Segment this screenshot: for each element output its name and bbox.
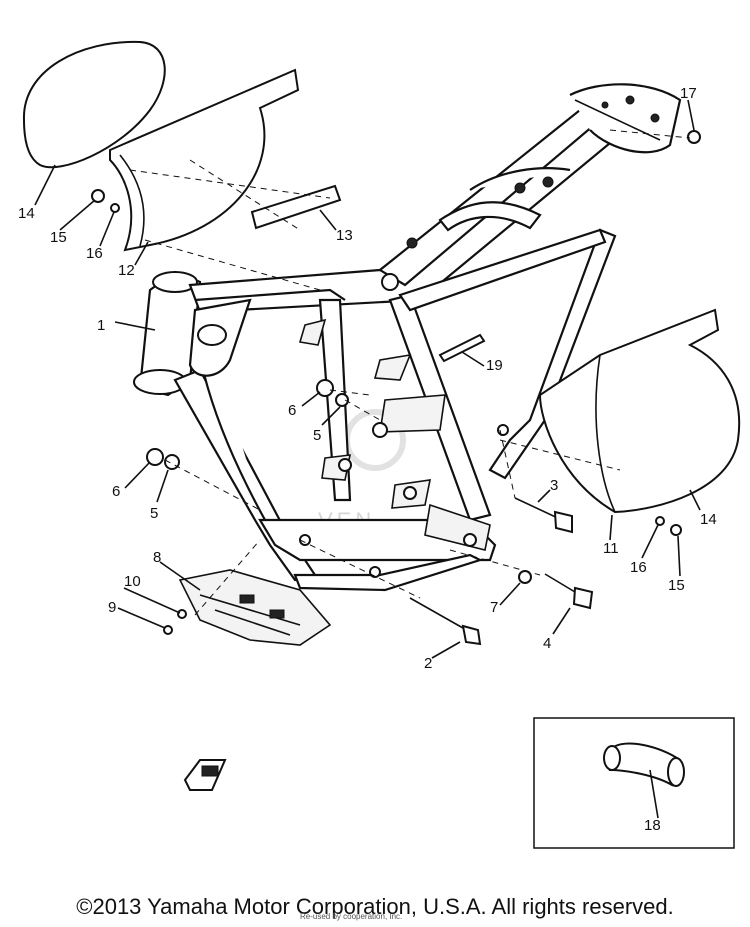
callout-16-right: 16 bbox=[630, 559, 647, 576]
callout-2: 2 bbox=[424, 655, 432, 672]
side-cover-right bbox=[538, 308, 741, 514]
washer-5-upper bbox=[335, 393, 349, 407]
screw-15-right bbox=[670, 524, 682, 536]
callout-9: 9 bbox=[108, 599, 116, 616]
callout-15-right: 15 bbox=[668, 577, 685, 594]
bolt-2 bbox=[409, 597, 482, 646]
callout-14-right: 14 bbox=[700, 511, 717, 528]
bolt-3 bbox=[514, 497, 573, 534]
bracket-19 bbox=[438, 333, 486, 363]
callout-16-left: 16 bbox=[86, 245, 103, 262]
callout-4: 4 bbox=[543, 635, 551, 652]
side-cover-left bbox=[22, 40, 166, 169]
grommet-17 bbox=[687, 130, 701, 144]
callout-7: 7 bbox=[490, 599, 498, 616]
callout-17: 17 bbox=[680, 85, 697, 102]
callout-10: 10 bbox=[124, 573, 141, 590]
nut-6-lower bbox=[146, 448, 164, 466]
callout-3: 3 bbox=[550, 477, 558, 494]
callout-5-lower: 5 bbox=[150, 505, 158, 522]
nut-6-upper bbox=[316, 379, 334, 397]
leader-lines bbox=[34, 99, 701, 819]
alignment-lines bbox=[129, 129, 691, 616]
callout-14-left: 14 bbox=[18, 205, 35, 222]
callout-6-lower: 6 bbox=[112, 483, 120, 500]
inset-box bbox=[533, 717, 735, 849]
emblem-plate bbox=[250, 184, 342, 230]
washer-16-left bbox=[110, 203, 120, 213]
copyright-notice: ©2013 Yamaha Motor Corporation, U.S.A. A… bbox=[76, 894, 674, 919]
callout-6-upper: 6 bbox=[288, 402, 296, 419]
washer-10 bbox=[177, 609, 187, 619]
washer-5-lower bbox=[164, 454, 180, 470]
callout-19: 19 bbox=[486, 357, 503, 374]
number-plate-left bbox=[109, 68, 300, 252]
callout-5-upper: 5 bbox=[313, 427, 321, 444]
callout-1: 1 bbox=[97, 317, 105, 334]
washer-7 bbox=[518, 570, 532, 584]
callout-13: 13 bbox=[336, 227, 353, 244]
washer-16-right bbox=[655, 516, 665, 526]
rubber-sleeve-18 bbox=[603, 742, 685, 787]
callout-11: 11 bbox=[603, 540, 619, 557]
callout-15-left: 15 bbox=[50, 229, 67, 246]
callout-12: 12 bbox=[118, 262, 135, 279]
bolt-9 bbox=[163, 625, 173, 635]
callout-labels: 1 2 3 4 5 5 6 6 7 8 9 10 11 12 13 14 14 … bbox=[18, 85, 717, 834]
bolt-4 bbox=[544, 573, 594, 610]
credit-overlay: Re-used by cooperation, Inc. bbox=[300, 912, 403, 921]
screw-15-left bbox=[91, 189, 105, 203]
fwd-tag bbox=[183, 759, 227, 791]
callout-18: 18 bbox=[644, 817, 661, 834]
callout-8: 8 bbox=[153, 549, 161, 566]
